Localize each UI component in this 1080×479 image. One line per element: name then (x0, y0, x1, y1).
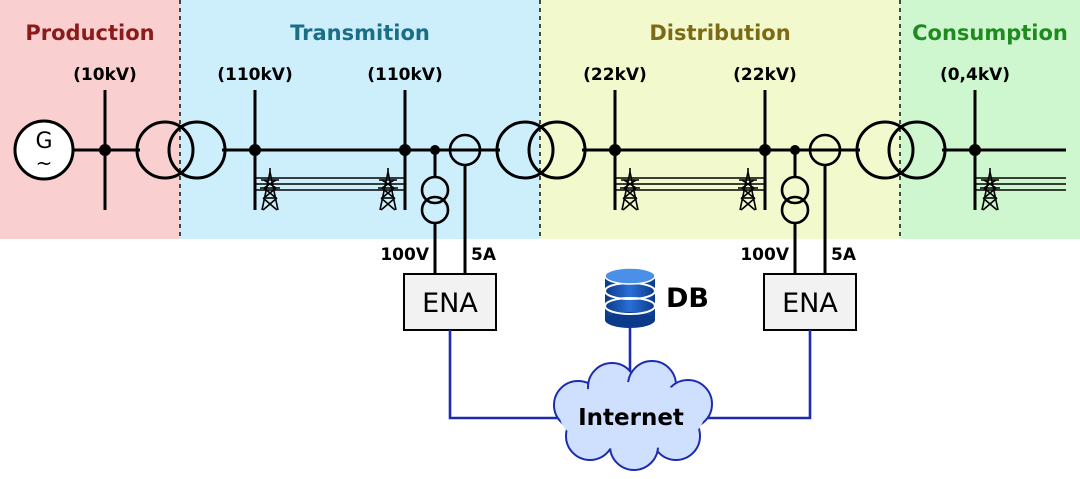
cloud-body (560, 382, 704, 450)
consumption-line (975, 167, 1066, 211)
voltage-label-transmission-2: (110kV) (367, 65, 443, 85)
current-transformer-right (808, 133, 842, 274)
transmission-line (255, 167, 405, 211)
zone-title-consumption: Consumption (912, 21, 1068, 45)
voltage-transformer-left (420, 150, 450, 274)
generator-icon: G ~ (13, 119, 105, 181)
generator-wave: ~ (36, 151, 53, 175)
consumption-zone (900, 0, 1080, 239)
production-zone (0, 0, 180, 239)
meter-voltage-label-left: 100V (380, 245, 429, 265)
junction-dots (99, 144, 981, 156)
meter-current-label-left: 5A (471, 245, 497, 265)
ena-label-right: ENA (782, 288, 838, 319)
network-links (448, 328, 812, 420)
voltage-label-transmission-1: (110kV) (217, 65, 293, 85)
transmission-zone (180, 0, 540, 239)
voltage-label-distribution-1: (22kV) (583, 65, 647, 85)
distribution-line (615, 167, 765, 211)
current-transformer-left (448, 133, 482, 274)
ena-label-left: ENA (422, 288, 478, 319)
zone-title-production: Production (25, 21, 154, 45)
internet-label: Internet (578, 405, 684, 431)
db-label: DB (666, 283, 709, 314)
ena-box-right: ENA (763, 273, 857, 331)
distribution-zone (540, 0, 900, 239)
voltage-transformer-right (780, 150, 810, 274)
database-icon (604, 267, 656, 328)
voltage-label-production: (10kV) (73, 65, 137, 85)
transformer-icon-3 (855, 120, 947, 180)
meter-current-label-right: 5A (831, 245, 857, 265)
voltage-label-distribution-2: (22kV) (733, 65, 797, 85)
transformer-icon-2 (495, 120, 587, 180)
voltage-label-consumption: (0,4kV) (940, 65, 1010, 85)
zone-title-transmission: Transmition (290, 21, 430, 45)
ena-box-left: ENA (403, 273, 497, 331)
meter-voltage-label-right: 100V (740, 245, 789, 265)
zone-title-distribution: Distribution (649, 21, 790, 45)
generator-symbol: G (35, 129, 52, 154)
transformer-icon-1 (135, 120, 227, 180)
